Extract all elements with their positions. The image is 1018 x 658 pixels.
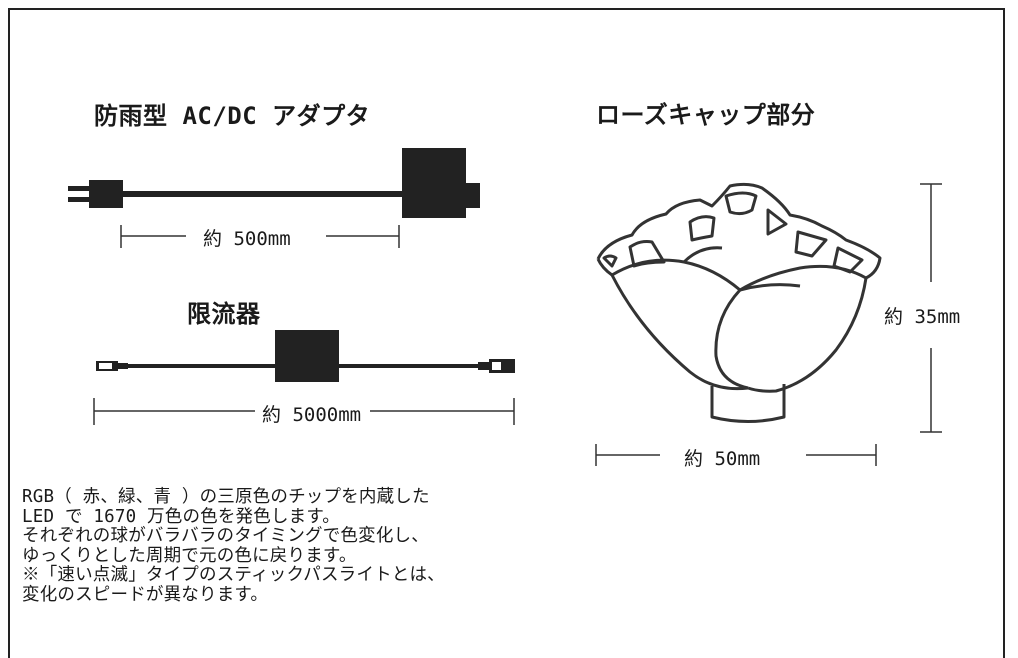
plug-icon (68, 180, 123, 208)
adapter-box-icon (402, 148, 480, 218)
rosecap-width-label: 約 50mm (680, 444, 765, 471)
rosecap-title: ローズキャップ部分 (596, 101, 816, 129)
connector-left-icon (96, 361, 128, 371)
description-line: ゆっくりとした周期で元の色に戻ります。 (22, 545, 357, 566)
limiter-length-label: 約 5000mm (258, 400, 366, 427)
adapter-dimension-line (120, 225, 400, 248)
rose-cap-icon (596, 182, 882, 423)
limiter-cable-left (126, 364, 276, 368)
description-line: それぞれの球がバラバラのタイミングで色変化し、 (22, 526, 429, 547)
rose-width-dimension-line (595, 444, 877, 466)
adapter-cable (122, 191, 404, 197)
description-line: ※「速い点滅」タイプのスティックパスライトとは、 (22, 565, 445, 586)
description-line: LED で 1670 万色の色を発色します。 (22, 506, 341, 527)
limiter-title: 限流器 (187, 300, 261, 328)
limiter-box-icon (275, 330, 339, 382)
limiter-drawing (93, 330, 515, 425)
rosecap-height-label: 約 35mm (880, 302, 965, 329)
rose-height-dimension-line (920, 183, 942, 433)
description-line: RGB（ 赤、緑、青 ）の三原色のチップを内蔵した (22, 487, 430, 507)
limiter-cable-right (338, 364, 480, 368)
adapter-length-label: 約 500mm (199, 224, 295, 251)
adapter-title: 防雨型 AC/DC アダプタ (94, 102, 371, 130)
description-line: 変化のスピードが異なります。 (22, 584, 269, 605)
connector-right-icon (478, 359, 515, 373)
adapter-drawing (68, 148, 480, 248)
page-frame (8, 8, 1005, 658)
description-text: RGB（ 赤、緑、青 ）の三原色のチップを内蔵した LED で 1670 万色の… (22, 487, 445, 606)
limiter-dimension-line (93, 398, 515, 425)
